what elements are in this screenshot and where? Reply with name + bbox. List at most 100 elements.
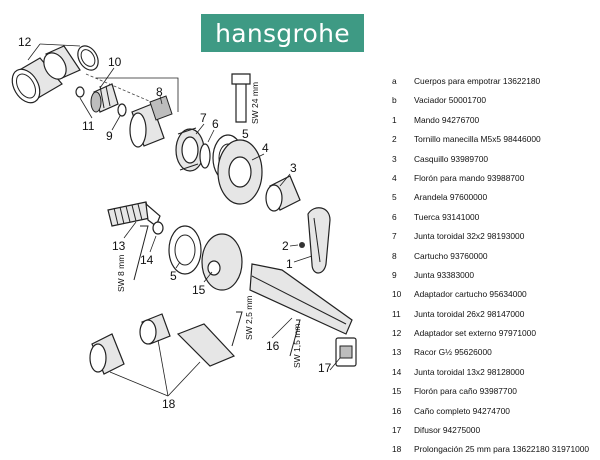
- legend-code: 6: [392, 211, 397, 222]
- legend-description: Difusor 94275000: [414, 425, 481, 436]
- part-15-spout-rosette: [201, 233, 243, 291]
- part-2-screw: [299, 242, 305, 248]
- legend-description: Adaptador set externo 97971000: [414, 328, 536, 339]
- part-12-adapter-set: [11, 45, 99, 104]
- callout-1: 1: [286, 257, 293, 271]
- part-14-o-ring: [152, 221, 164, 235]
- exploded-parts-diagram: SW 24 mm SW 8 mm: [11, 35, 357, 411]
- legend-description: Florón para caño 93987700: [414, 386, 517, 397]
- part-16-spout: [249, 263, 353, 335]
- legend-code: 16: [392, 405, 402, 416]
- callout-15: 15: [192, 283, 206, 297]
- callout-13: 13: [112, 239, 126, 253]
- legend-description: Caño completo 94274700: [414, 405, 510, 416]
- callout-7: 7: [200, 111, 207, 125]
- part-10-cartridge-adapter: [90, 83, 119, 113]
- legend-row: 4 Florón para mando 93988700: [392, 169, 597, 188]
- callout-11: 11: [82, 119, 95, 133]
- legend-row: 11 Junta toroidal 26x2 98147000: [392, 305, 597, 324]
- callout-17: 17: [318, 361, 332, 375]
- legend-code: 7: [392, 231, 397, 242]
- part-17-aerator: [335, 337, 357, 367]
- wrench-sw24-icon: [231, 73, 251, 123]
- legend-code: 14: [392, 366, 402, 377]
- legend-row: 13 Racor G½ 95626000: [392, 343, 597, 362]
- callout-4: 4: [262, 141, 269, 155]
- legend-row: 8 Cartucho 93760000: [392, 247, 597, 266]
- legend-code: 2: [392, 134, 397, 145]
- legend-description: Prolongación 25 mm para 13622180 3197100…: [414, 444, 590, 455]
- part-13-connector: [107, 201, 161, 227]
- legend-code: 12: [392, 328, 402, 339]
- legend-description: Adaptador cartucho 95634000: [414, 289, 527, 300]
- callout-2: 2: [282, 239, 289, 253]
- legend-description: Cuerpos para empotrar 13622180: [414, 76, 541, 86]
- part-11-o-ring: [75, 86, 85, 98]
- callout-12: 12: [18, 35, 32, 49]
- legend-code: 8: [392, 250, 397, 261]
- part-1-handle: [307, 207, 331, 274]
- part-5-washer-spout: [168, 225, 202, 275]
- legend-code: 13: [392, 347, 402, 358]
- legend-description: Junta 93383000: [414, 269, 475, 280]
- callout-6: 6: [212, 117, 219, 131]
- callout-18: 18: [162, 397, 176, 411]
- legend-description: Florón para mando 93988700: [414, 172, 525, 183]
- legend-code: b: [392, 95, 397, 106]
- callout-8: 8: [156, 85, 163, 99]
- allen-key-sw25-icon: [231, 311, 243, 347]
- legend-description: Mando 94276700: [414, 114, 480, 125]
- legend-row: 15 Florón para caño 93987700: [392, 382, 597, 401]
- legend-description: Arandela 97600000: [414, 192, 488, 203]
- legend-row: 5 Arandela 97600000: [392, 188, 597, 207]
- legend-row: a Cuerpos para empotrar 13622180: [392, 72, 597, 91]
- legend-code: 5: [392, 192, 397, 203]
- callout-5-spout: 5: [170, 269, 177, 283]
- part-18-extensions: [89, 313, 236, 375]
- callout-10: 10: [108, 55, 122, 69]
- legend-code: 11: [392, 308, 401, 319]
- legend-code: a: [392, 76, 397, 86]
- part-7-6-nut-o-ring: [175, 127, 211, 172]
- legend-row: 2 Tornillo manecilla M5x5 98446000: [392, 130, 597, 149]
- callout-3: 3: [290, 161, 297, 175]
- part-8-cartridge: [129, 95, 173, 148]
- legend-code: 15: [392, 386, 402, 397]
- legend-description: Junta toroidal 32x2 98193000: [414, 231, 525, 242]
- legend-row: 3 Casquillo 93989700: [392, 150, 597, 169]
- part-3-sleeve: [265, 175, 301, 212]
- legend-row: 12 Adaptador set externo 97971000: [392, 324, 597, 343]
- part-4-rosette: [217, 139, 263, 205]
- legend-code: 3: [392, 153, 397, 164]
- callout-5: 5: [242, 127, 249, 141]
- legend-code: 9: [392, 269, 397, 280]
- legend-description: Casquillo 93989700: [414, 153, 489, 164]
- legend-description: Cartucho 93760000: [414, 250, 488, 261]
- part-9-seal: [117, 103, 127, 117]
- legend-description: Tornillo manecilla M5x5 98446000: [414, 134, 541, 145]
- legend-description: Junta toroidal 13x2 98128000: [414, 366, 525, 377]
- legend-description: Racor G½ 95626000: [414, 347, 492, 358]
- legend-row: 17 Difusor 94275000: [392, 421, 597, 440]
- allen-key-sw25-label: SW 2,5 mm: [244, 296, 254, 340]
- legend-row: 6 Tuerca 93141000: [392, 208, 597, 227]
- legend-code: 17: [392, 425, 402, 436]
- legend-row: 9 Junta 93383000: [392, 266, 597, 285]
- allen-key-sw8-label: SW 8 mm: [116, 255, 126, 292]
- wrench-sw24-label: SW 24 mm: [250, 82, 260, 124]
- callout-16: 16: [266, 339, 280, 353]
- allen-key-sw15-icon: [289, 319, 301, 357]
- legend-row: 7 Junta toroidal 32x2 98193000: [392, 227, 597, 246]
- legend-row: 14 Junta toroidal 13x2 98128000: [392, 363, 597, 382]
- callout-9: 9: [106, 129, 113, 143]
- allen-key-sw8-icon: [133, 225, 149, 281]
- legend-description: Tuerca 93141000: [414, 211, 480, 222]
- legend-row: 18 Prolongación 25 mm para 13622180 31971…: [392, 440, 597, 459]
- legend-description: Junta toroidal 26x2 98147000: [414, 308, 525, 319]
- legend-code: 18: [392, 444, 402, 455]
- legend-code: 4: [392, 172, 397, 183]
